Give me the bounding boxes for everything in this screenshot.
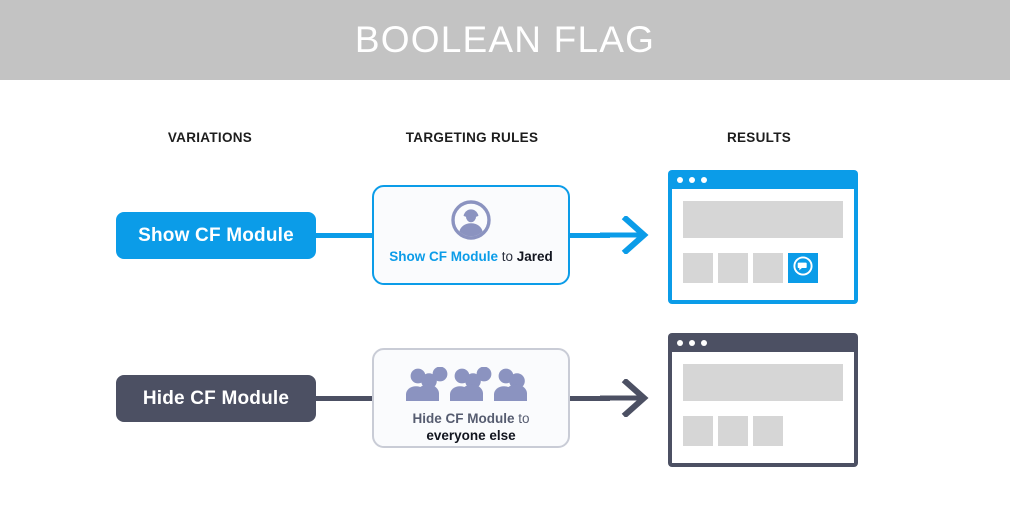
column-header-results: RESULTS [726,130,792,145]
content-tile-cf-module [788,253,818,283]
browser-dot-icon [677,339,683,346]
result-browser-window-row1 [668,170,858,304]
variation-pill-label: Show CF Module [138,224,294,246]
browser-viewport-row1 [672,189,854,300]
connector-variation-to-rule-row1 [310,233,376,238]
content-tile-row-row1 [683,253,843,283]
connector-variation-to-rule-row2 [310,396,376,401]
result-browser-window-row2 [668,333,858,467]
rule-variation-name: Hide CF Module [412,411,515,426]
content-tile-placeholder [683,253,713,283]
page-title: BOOLEAN FLAG [354,19,656,60]
flow-arrow-row1 [600,214,660,256]
browser-dot-icon [689,176,695,183]
variation-pill-hide-cf-module[interactable]: Hide CF Module [116,375,316,422]
browser-titlebar-row2 [668,333,858,352]
flow-arrow-row2 [600,377,660,419]
rule-connector-word: to [514,411,530,426]
content-banner-placeholder [683,364,843,401]
targeting-rule-text-row1: Show CF Module to Jared [389,248,553,265]
content-tile-row-row2 [683,416,843,446]
connector-rule-to-arrow-row1 [570,233,610,238]
browser-viewport-row2 [672,352,854,463]
chat-flag-icon [792,255,814,282]
browser-dot-icon [701,176,707,183]
variation-pill-label: Hide CF Module [142,387,290,409]
targeting-rule-text-row2: Hide CF Module to everyone else [412,410,529,444]
rule-variation-name: Show CF Module [389,249,498,264]
column-header-targeting-rules: TARGETING RULES [405,130,539,145]
targeting-rule-card-show-cf-module[interactable]: Show CF Module to Jared [372,185,570,285]
rule-connector-word: to [497,249,517,264]
variation-pill-show-cf-module[interactable]: Show CF Module [116,212,316,259]
rule-target-audience: Jared [516,249,553,264]
connector-rule-to-arrow-row2 [570,396,610,401]
header-band [0,0,1010,80]
content-tile-placeholder [718,253,748,283]
browser-dot-icon [701,339,707,346]
single-user-icon [450,198,492,242]
content-tile-placeholder [683,416,713,446]
browser-dot-icon [689,339,695,346]
targeting-rule-card-hide-cf-module[interactable]: Hide CF Module to everyone else [372,348,570,448]
column-header-variations: VARIATIONS [167,130,253,145]
content-tile-placeholder [753,253,783,283]
content-tile-placeholder [753,416,783,446]
rule-target-audience: everyone else [426,428,516,443]
content-banner-placeholder [683,201,843,238]
content-tile-placeholder [718,416,748,446]
browser-dot-icon [677,176,683,183]
crowd-of-people-icon [404,366,538,402]
browser-titlebar-row1 [668,170,858,189]
